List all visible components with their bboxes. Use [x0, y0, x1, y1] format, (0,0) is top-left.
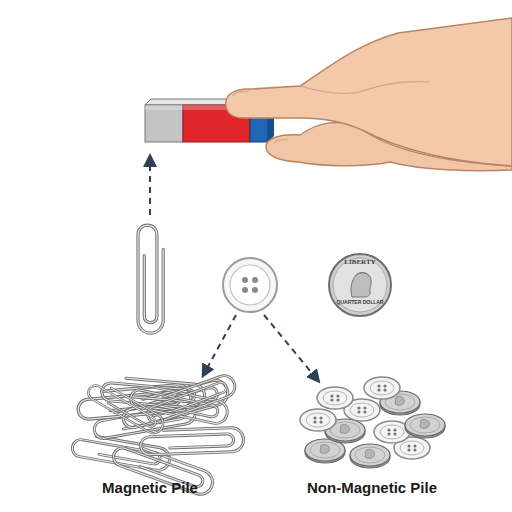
dashed-arrow — [205, 315, 236, 372]
hand — [226, 18, 512, 171]
coin-inscription: QUARTER DOLLAR — [337, 300, 384, 306]
paperclip-pile — [71, 373, 244, 498]
pile-label: Magnetic Pile — [102, 480, 198, 497]
pile-label: Non-Magnetic Pile — [307, 480, 437, 497]
dashed-arrow — [264, 315, 316, 378]
coin-inscription: LIBERTY — [344, 259, 375, 267]
paperclip — [138, 225, 163, 333]
coin-button-pile — [300, 377, 445, 468]
button — [223, 258, 277, 312]
dashed-arrow — [149, 160, 151, 215]
quarter-coin — [329, 254, 391, 316]
